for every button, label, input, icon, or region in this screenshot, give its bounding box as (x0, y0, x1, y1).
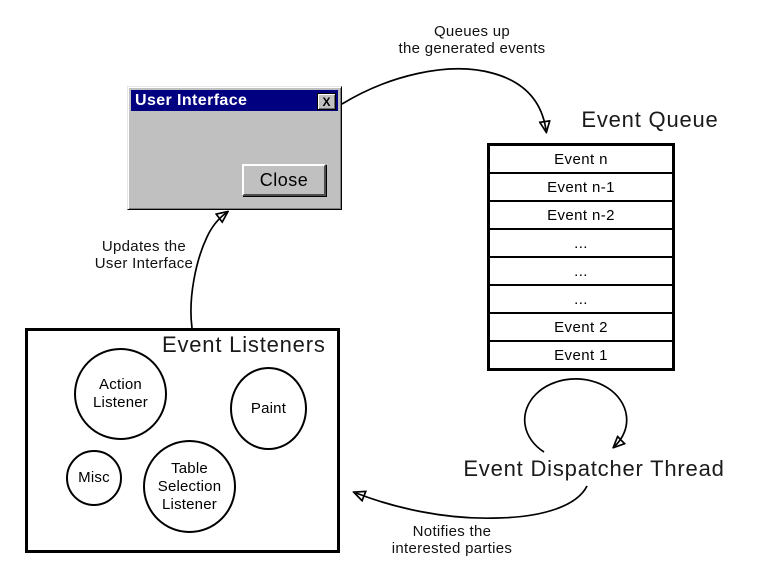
event-queue-row: Event 2 (490, 314, 672, 342)
listener-circle-action-listener: Action Listener (74, 348, 167, 440)
event-queue-row: ... (490, 230, 672, 258)
listener-circle-paint: Paint (230, 367, 307, 450)
annotation-notifies-parties: Notifies the interested parties (391, 523, 513, 557)
connector-dispatcher-to-listeners (356, 485, 588, 520)
event-queue-row: ... (490, 286, 672, 314)
annotation-updates-ui: Updates the User Interface (94, 238, 194, 272)
listener-circle-misc: Misc (66, 450, 122, 506)
connector-ui-to-queue (341, 67, 546, 130)
annotation-queues-events: Queues up the generated events (398, 23, 546, 57)
close-button[interactable]: Close (242, 164, 326, 196)
user-interface-window: User Interface X Close (127, 86, 342, 210)
event-listeners-title: Event Listeners (162, 332, 326, 357)
event-queue-row: ... (490, 258, 672, 286)
event-dispatcher-thread-label: Event Dispatcher Thread (463, 456, 725, 481)
event-queue-row: Event 1 (554, 346, 608, 364)
window-title: User Interface (135, 91, 248, 109)
window-titlebar[interactable]: User Interface X (131, 90, 338, 111)
event-queue-row: Event n-1 (490, 174, 672, 202)
event-queue-title: Event Queue (581, 107, 719, 132)
connector-queue-loop (523, 378, 628, 453)
close-icon[interactable]: X (317, 93, 336, 110)
listener-circle-table-selection: Table Selection Listener (143, 440, 236, 533)
event-queue-row: Event n-2 (490, 202, 672, 230)
event-queue-row: Event n (490, 146, 672, 174)
